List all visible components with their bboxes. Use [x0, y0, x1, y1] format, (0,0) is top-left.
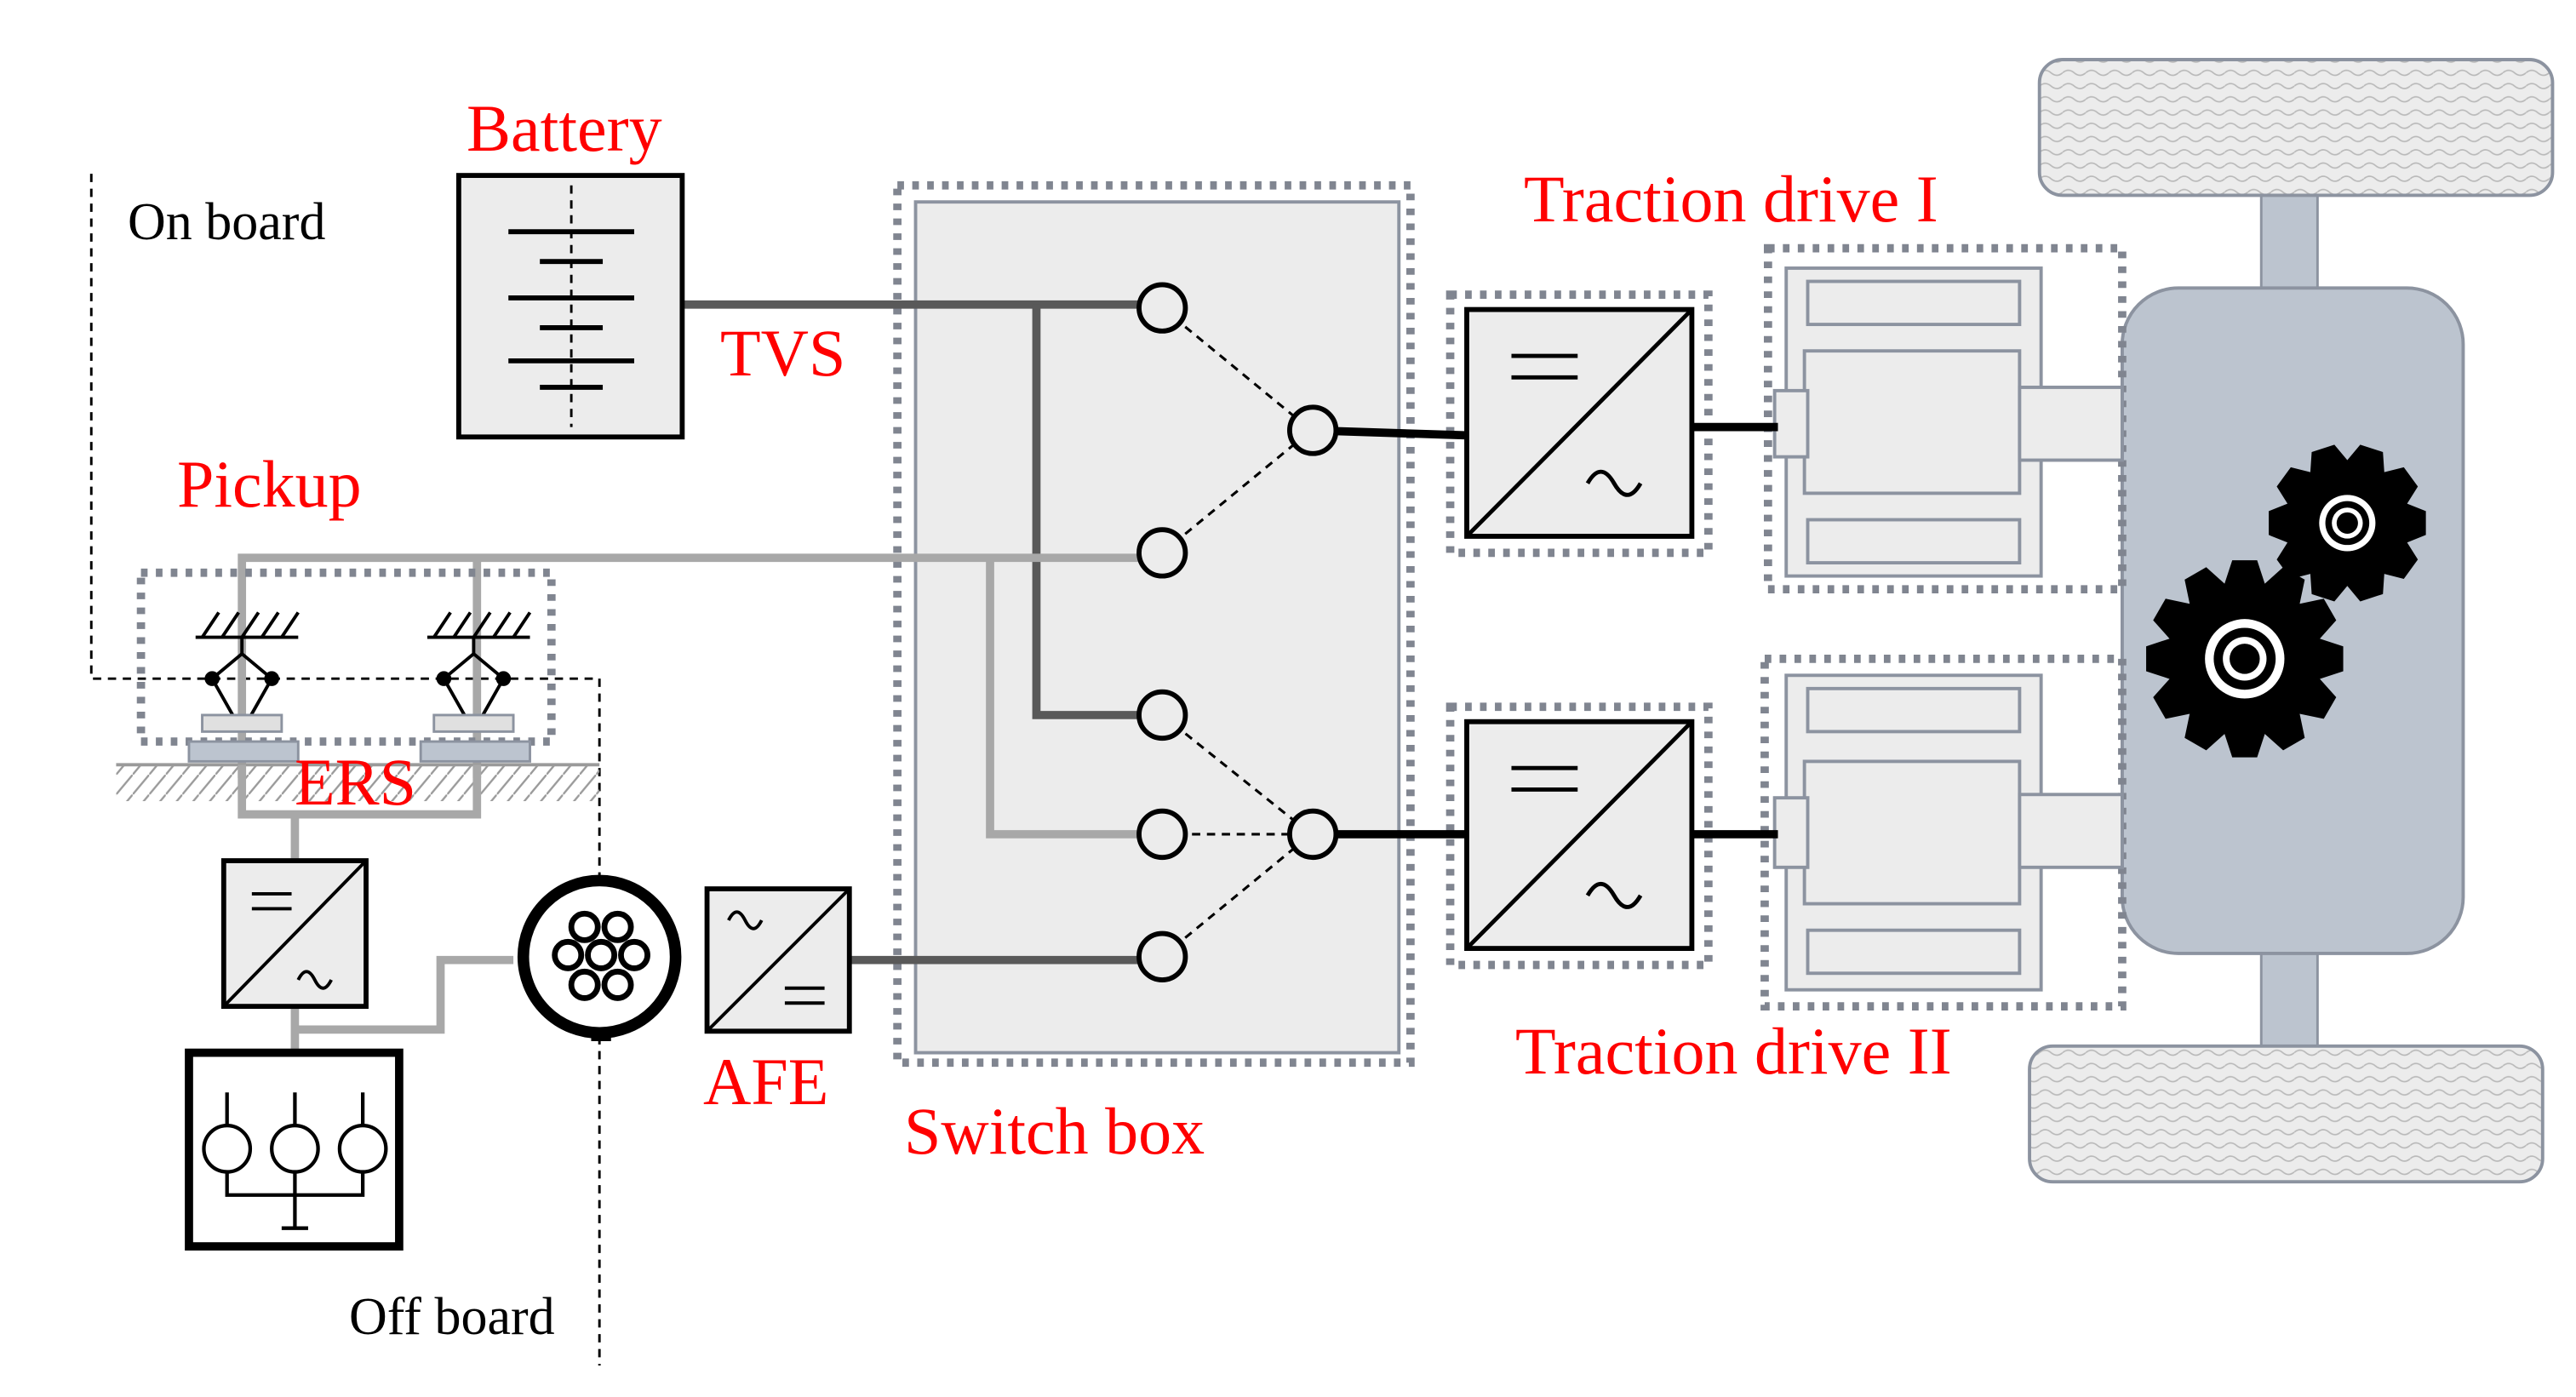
- battery-symbol-icon: [508, 185, 634, 427]
- ers-label: ERS: [295, 745, 417, 819]
- axle: [2259, 180, 2319, 1061]
- on-board-label: On board: [128, 193, 326, 251]
- traction-drive-1: [1763, 243, 2127, 594]
- large-gear-icon: [2146, 560, 2344, 758]
- charging-plug-icon: [517, 874, 682, 1041]
- pickup-label: Pickup: [177, 447, 362, 521]
- three-phase-grid-icon: [185, 1048, 404, 1251]
- switch-contact-icon: [1136, 930, 1188, 982]
- electric-motor-icon: [1772, 673, 2124, 992]
- electric-motor-icon: [1772, 266, 2124, 578]
- dark-bus-lines: [682, 300, 1163, 965]
- ers-road: [116, 740, 600, 802]
- inverter-2: [1445, 702, 1713, 970]
- switch-contact-icon: [1287, 404, 1339, 456]
- afe-label: AFE: [703, 1045, 829, 1119]
- offboard-converter: [220, 858, 369, 1010]
- ac-dc-converter-icon: [706, 887, 851, 1033]
- switch-wipers: [1161, 306, 1313, 959]
- inverter-1: [1445, 290, 1713, 558]
- switch-contact-icon: [1287, 808, 1339, 861]
- traction-drive-1-label: Traction drive I: [1524, 162, 1938, 236]
- switch-contacts: [1136, 282, 1339, 982]
- battery-label: Battery: [467, 91, 662, 165]
- dc-ac-converter-icon: [222, 859, 368, 1008]
- small-gear-icon: [2269, 444, 2426, 602]
- ers-feed-lines: [238, 764, 514, 1053]
- traction-drive-2-label: Traction drive II: [1515, 1014, 1952, 1088]
- gears-icon: [2146, 444, 2426, 758]
- switch-box-label: Switch box: [904, 1094, 1205, 1168]
- switch-contact-icon: [1136, 527, 1188, 579]
- dc-ac-converter-icon: [1465, 720, 1694, 950]
- switch-box: [893, 180, 1415, 1068]
- pickup-box: [136, 568, 556, 746]
- switch-contact-icon: [1136, 808, 1188, 861]
- afe-converter: [704, 886, 852, 1034]
- switch-contact-icon: [1136, 282, 1188, 334]
- rear-wheel: [2028, 1044, 2545, 1184]
- switch-contact-icon: [1136, 689, 1188, 741]
- battery-block: [455, 173, 685, 440]
- tvs-label: TVS: [720, 316, 846, 390]
- dc-ac-converter-icon: [1465, 307, 1694, 538]
- pickup-arm-left: [195, 611, 300, 733]
- pickup-arm-right: [426, 611, 532, 733]
- front-wheel: [2037, 58, 2555, 198]
- off-board-label: Off board: [349, 1288, 555, 1346]
- traction-drive-2: [1760, 654, 2127, 1011]
